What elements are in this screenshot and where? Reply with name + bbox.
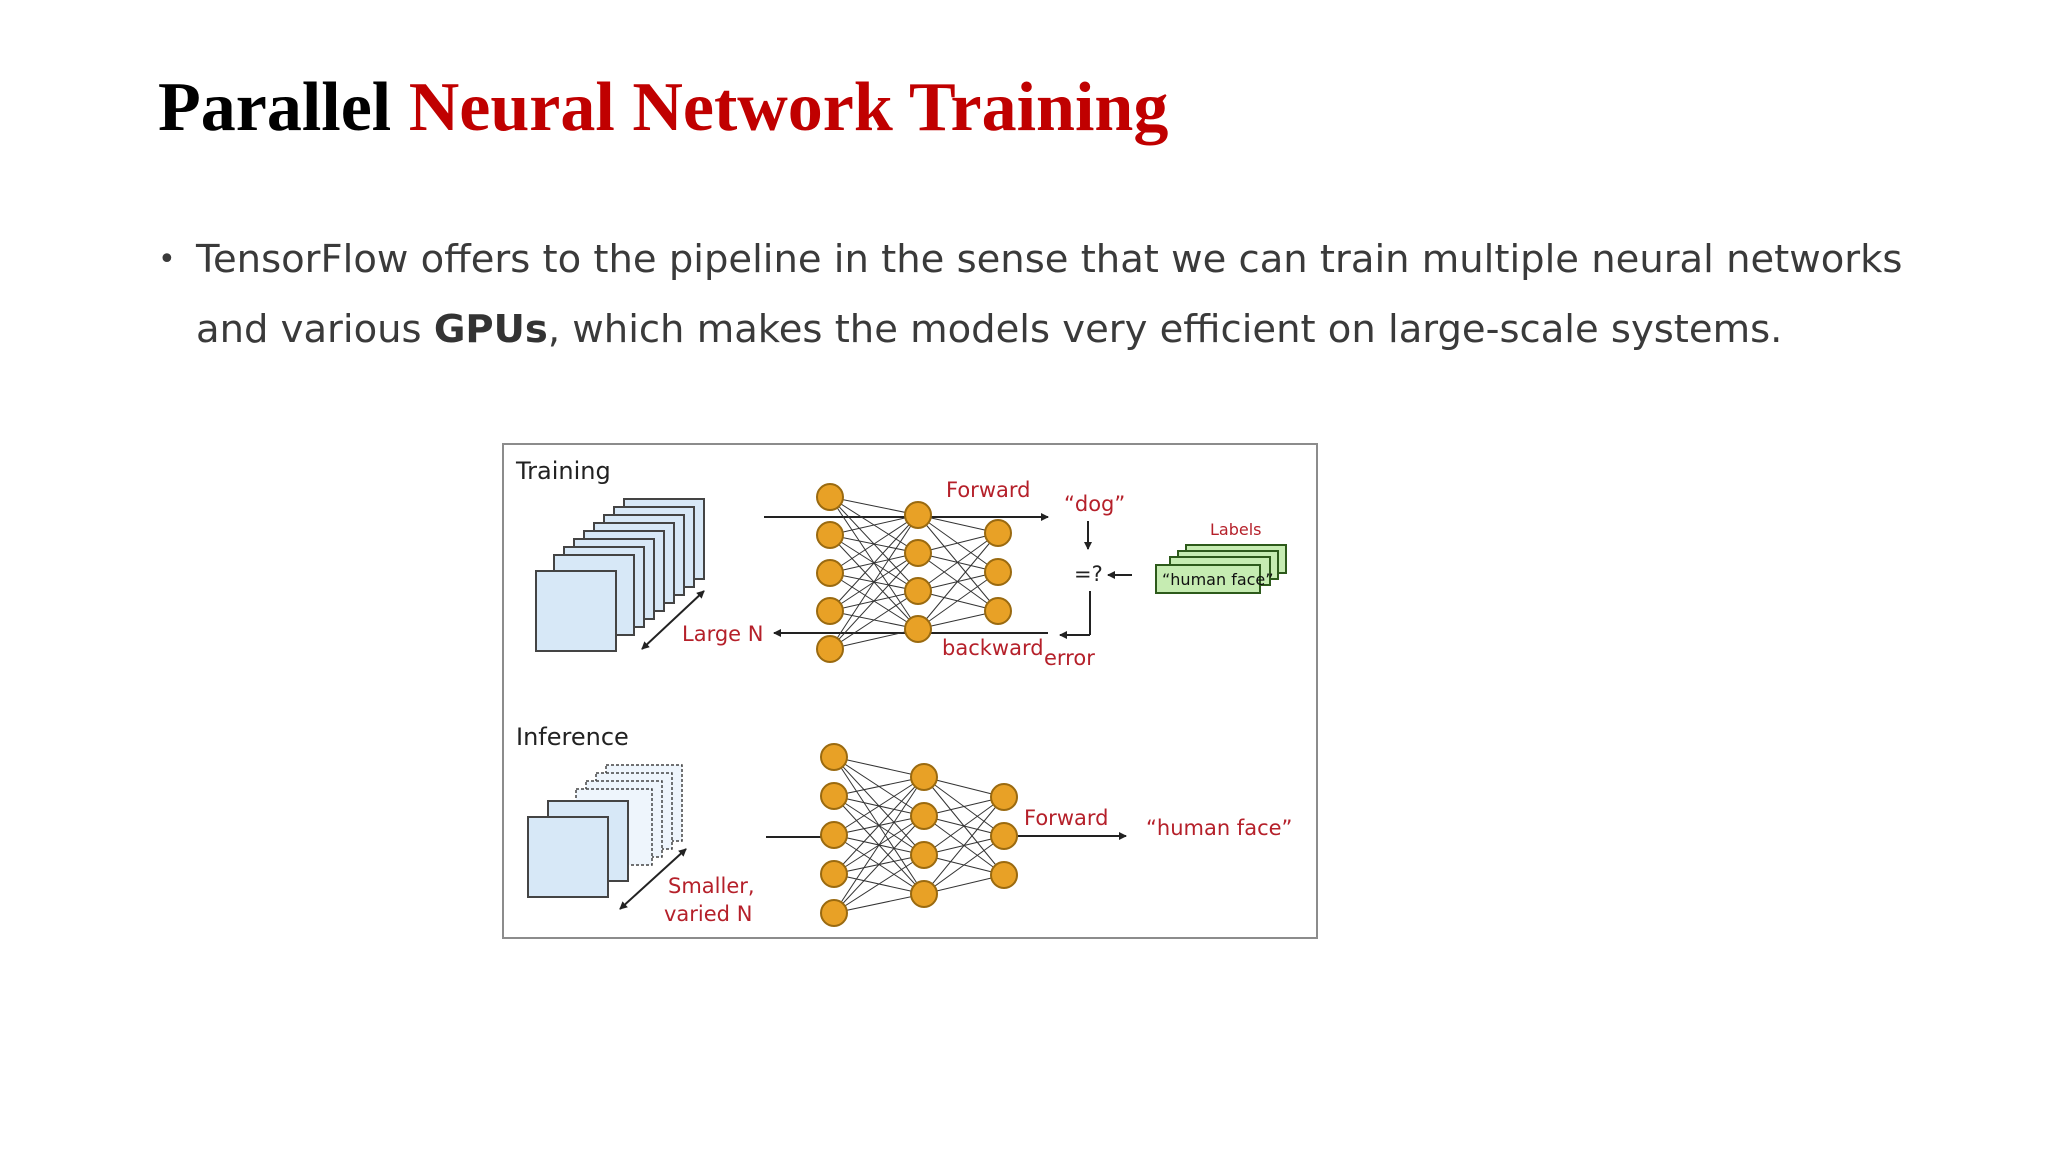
inference-network-nodes xyxy=(820,743,1018,927)
training-image-stack xyxy=(535,498,705,652)
bullet-item: • TensorFlow offers to the pipeline in t… xyxy=(158,225,1918,365)
inference-forward-label: Forward xyxy=(1024,806,1108,830)
labels-heading: Labels xyxy=(1210,520,1262,539)
bullet-list: • TensorFlow offers to the pipeline in t… xyxy=(158,225,1918,365)
title-part-black: Parallel xyxy=(158,69,392,146)
training-output-label: “dog” xyxy=(1064,492,1125,516)
bullet-text-after: , which makes the models very efficient … xyxy=(547,307,1783,352)
bullet-text-before: TensorFlow offers to the pipeline in the… xyxy=(196,237,1903,352)
inference-image-stack xyxy=(527,764,683,898)
training-section-label: Training xyxy=(515,457,611,485)
training-network-edges xyxy=(829,496,999,650)
inference-section-label: Inference xyxy=(516,723,629,751)
inference-batch-label-line1: Smaller, xyxy=(668,874,755,898)
inference-output-label: “human face” xyxy=(1146,816,1292,840)
training-batch-size-arrow xyxy=(641,590,705,650)
training-forward-label: Forward xyxy=(946,478,1030,502)
slide-title: Parallel Neural Network Training xyxy=(158,66,1168,150)
title-part-red: Neural Network Training xyxy=(408,69,1169,146)
labels-card-text: “human face” xyxy=(1162,570,1274,589)
bullet-bold-term: GPUs xyxy=(433,307,548,352)
bullet-dot-icon: • xyxy=(158,242,176,277)
training-compare-label: =? xyxy=(1074,562,1103,586)
training-batch-label: Large N xyxy=(682,622,763,646)
labels-card-stack xyxy=(1155,544,1287,594)
training-error-label: error xyxy=(1044,646,1095,670)
inference-batch-label-line2: varied N xyxy=(664,902,752,926)
training-inference-figure: Training Large N Forward backward xyxy=(502,443,1318,939)
training-network-nodes xyxy=(816,483,1012,663)
inference-batch-size-arrow xyxy=(619,848,687,910)
training-backward-label: backward xyxy=(942,636,1044,660)
